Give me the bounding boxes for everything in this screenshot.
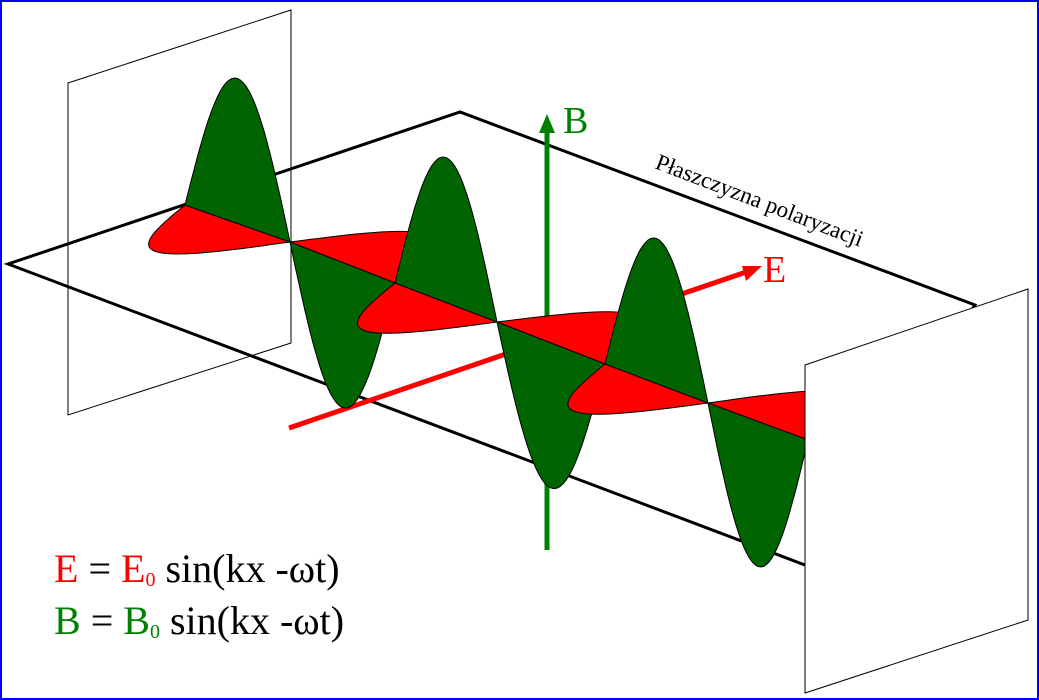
b-field-lobe-0 <box>184 77 291 243</box>
b-field-lobe-1 <box>289 241 396 409</box>
e-field-lobe-2 <box>356 282 498 334</box>
b-sine-term: sin(kx -ωt) <box>159 598 345 643</box>
b-field-lobe-5 <box>707 402 809 568</box>
b-axis-label: B <box>563 100 588 142</box>
b-field-lobe-3 <box>496 321 606 490</box>
b-amplitude: B <box>123 598 150 643</box>
e-sine-term: sin(kx -ωt) <box>155 546 340 591</box>
front-screen <box>804 288 1029 694</box>
e-amplitude: E <box>121 546 146 591</box>
e-axis-arrowhead <box>742 266 762 281</box>
e-field-lobe-4 <box>567 363 709 415</box>
plane-label: Płaszczyzna polaryzacji <box>652 149 867 251</box>
e-amplitude-subscript: 0 <box>145 569 156 591</box>
e-field-equation: E = E0 sin(kx -ωt) <box>54 546 340 591</box>
b-field-equation: B = B0 sin(kx -ωt) <box>54 598 345 643</box>
b-axis-arrowhead <box>539 114 555 133</box>
e-axis-label: E <box>763 249 786 291</box>
b-field-lobe-4 <box>604 237 709 404</box>
b-field-lobe-2 <box>394 156 498 323</box>
b-equals: = <box>80 598 124 643</box>
e-field-lobe-0 <box>148 204 291 255</box>
b-amplitude-subscript: 0 <box>149 621 160 643</box>
wave-lobes <box>148 77 847 568</box>
e-symbol: E <box>54 546 79 591</box>
b-symbol: B <box>54 598 81 643</box>
e-equals: = <box>78 546 121 591</box>
